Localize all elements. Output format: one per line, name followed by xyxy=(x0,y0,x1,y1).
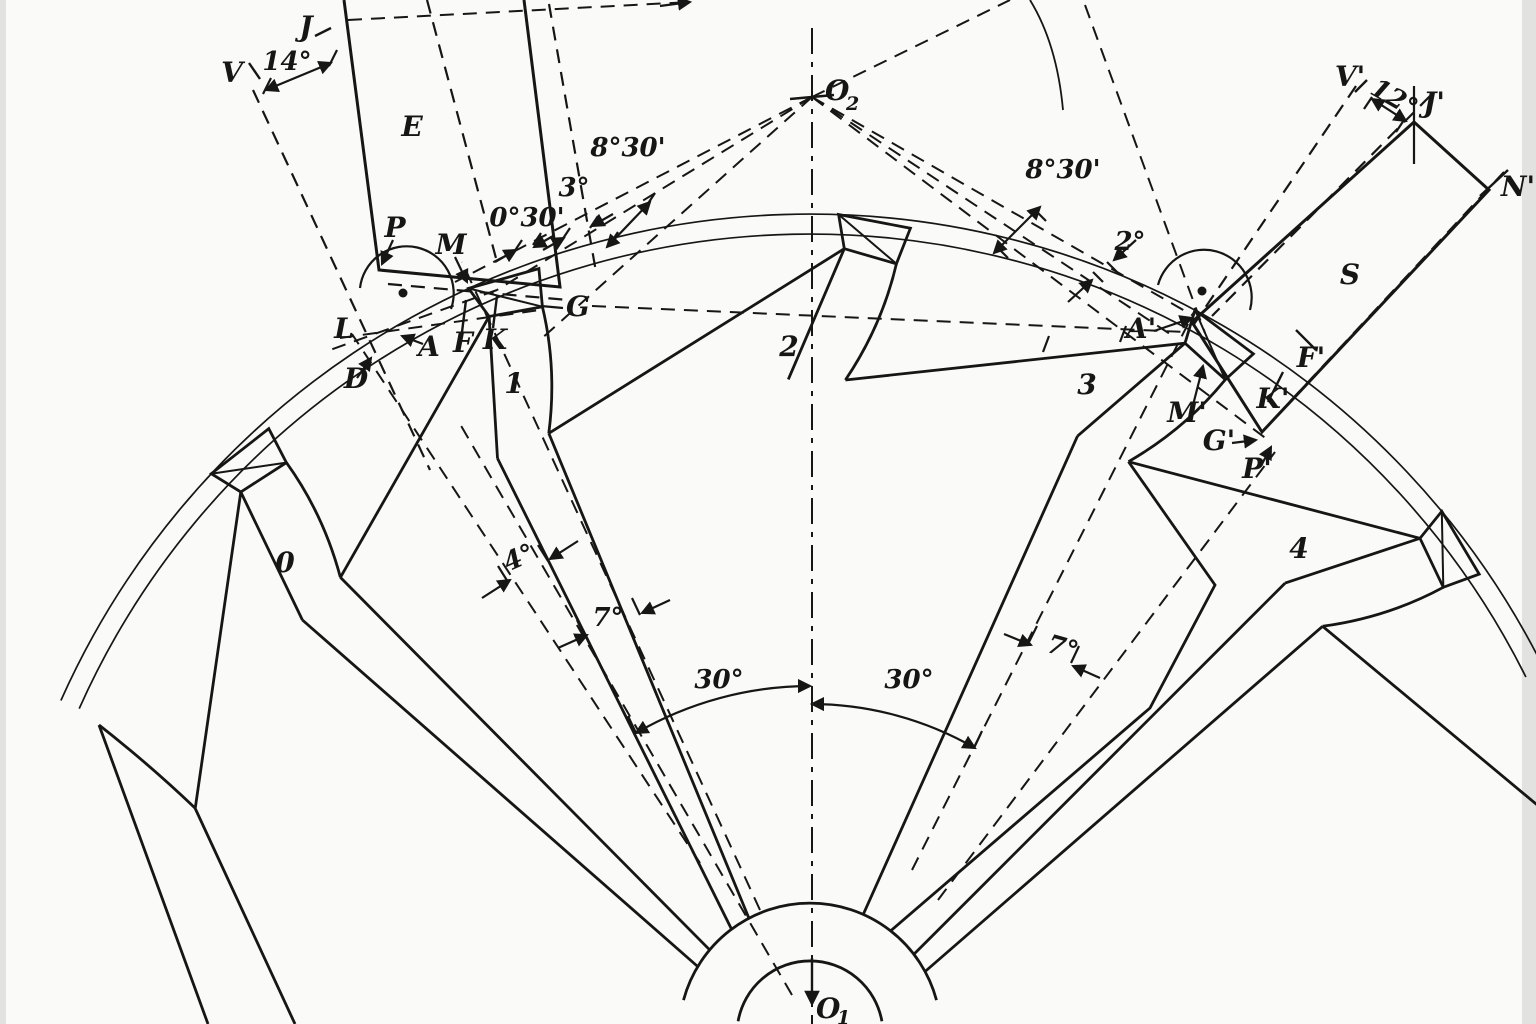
angle-label-exit-lock-2: 2° xyxy=(1113,227,1145,257)
scan-edge-right xyxy=(1522,0,1536,1024)
point-label-k: K xyxy=(482,323,509,356)
point-label-m: M xyxy=(435,228,468,261)
angle-label-entry-draw-14: 14° xyxy=(262,47,311,77)
figure-labels: J V 14° E P M 0°30' 3° 8°30' O 2 8°30' 2… xyxy=(221,10,1535,1024)
angle-label-entry-drop-3: 3° xyxy=(558,173,589,203)
point-label-v: V xyxy=(221,56,246,89)
point-label-a: A xyxy=(415,330,440,363)
point-label-f: F xyxy=(452,326,475,359)
angle-label-entry-lock-030: 0°30' xyxy=(489,203,564,233)
point-label-g: G xyxy=(566,290,590,323)
angle-label-entry-impulse-830: 8°30' xyxy=(589,133,665,163)
angle-label-exit-impulse-830: 8°30' xyxy=(1024,155,1100,185)
point-label-j-prime: J' xyxy=(1418,86,1445,119)
tooth-number-3: 3 xyxy=(1077,368,1096,401)
point-label-v-prime: V' xyxy=(1335,60,1365,93)
escape-wheel-and-pallets-drawing xyxy=(60,0,1536,1024)
angle-label-offset-4: 4° xyxy=(499,538,540,578)
center-label-o2: O xyxy=(825,74,850,107)
point-label-p: P xyxy=(383,211,406,244)
angle-label-offset-7-right: 7° xyxy=(1043,629,1081,666)
pallet-label-entry-e: E xyxy=(400,110,423,143)
angle-label-pitch-right-30: 30° xyxy=(884,665,933,695)
scan-edge-left xyxy=(0,0,6,1024)
point-label-j: J xyxy=(294,10,314,43)
point-label-l: L xyxy=(333,312,354,345)
point-label-f-prime: F' xyxy=(1296,341,1325,374)
tooth-number-2: 2 xyxy=(778,330,798,363)
center-label-o1-subscript: 1 xyxy=(837,1007,850,1024)
center-label-o1: O xyxy=(816,992,841,1024)
tooth-number-0: 0 xyxy=(275,546,295,579)
tooth-number-1: 1 xyxy=(504,367,523,400)
pallet-label-exit-s: S xyxy=(1340,258,1360,291)
center-label-o2-subscript: 2 xyxy=(845,93,859,115)
point-label-d: D xyxy=(343,362,369,395)
point-label-g-prime: G' xyxy=(1203,424,1235,457)
point-label-k-prime: K' xyxy=(1256,382,1290,415)
point-label-a-prime: A' xyxy=(1123,312,1156,345)
tooth-number-4: 4 xyxy=(1289,532,1308,565)
angle-label-offset-7-left: 7° xyxy=(592,603,623,633)
point-label-p-prime: P' xyxy=(1241,452,1272,485)
point-label-m-prime: M' xyxy=(1166,396,1207,429)
angle-label-pitch-left-30: 30° xyxy=(694,665,743,695)
point-label-n-prime: N' xyxy=(1500,170,1535,203)
